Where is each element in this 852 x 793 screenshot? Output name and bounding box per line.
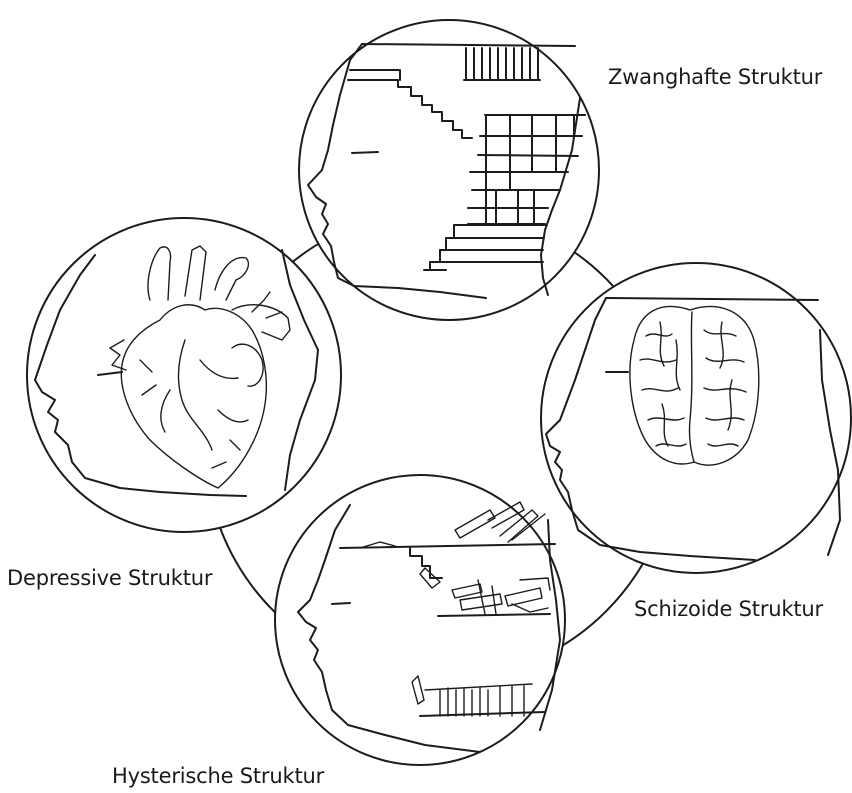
label-depressive-structure: Depressive Struktur bbox=[7, 566, 212, 590]
schizoid-head-icon bbox=[541, 263, 851, 573]
compulsive-head-icon bbox=[299, 20, 599, 320]
label-compulsive-structure: Zwanghafte Struktur bbox=[608, 65, 822, 89]
depressive-head-icon bbox=[27, 218, 341, 532]
hysteric-head-icon bbox=[275, 475, 565, 765]
label-schizoid-structure: Schizoide Struktur bbox=[634, 597, 823, 621]
label-hysteric-structure: Hysterische Struktur bbox=[112, 764, 324, 788]
